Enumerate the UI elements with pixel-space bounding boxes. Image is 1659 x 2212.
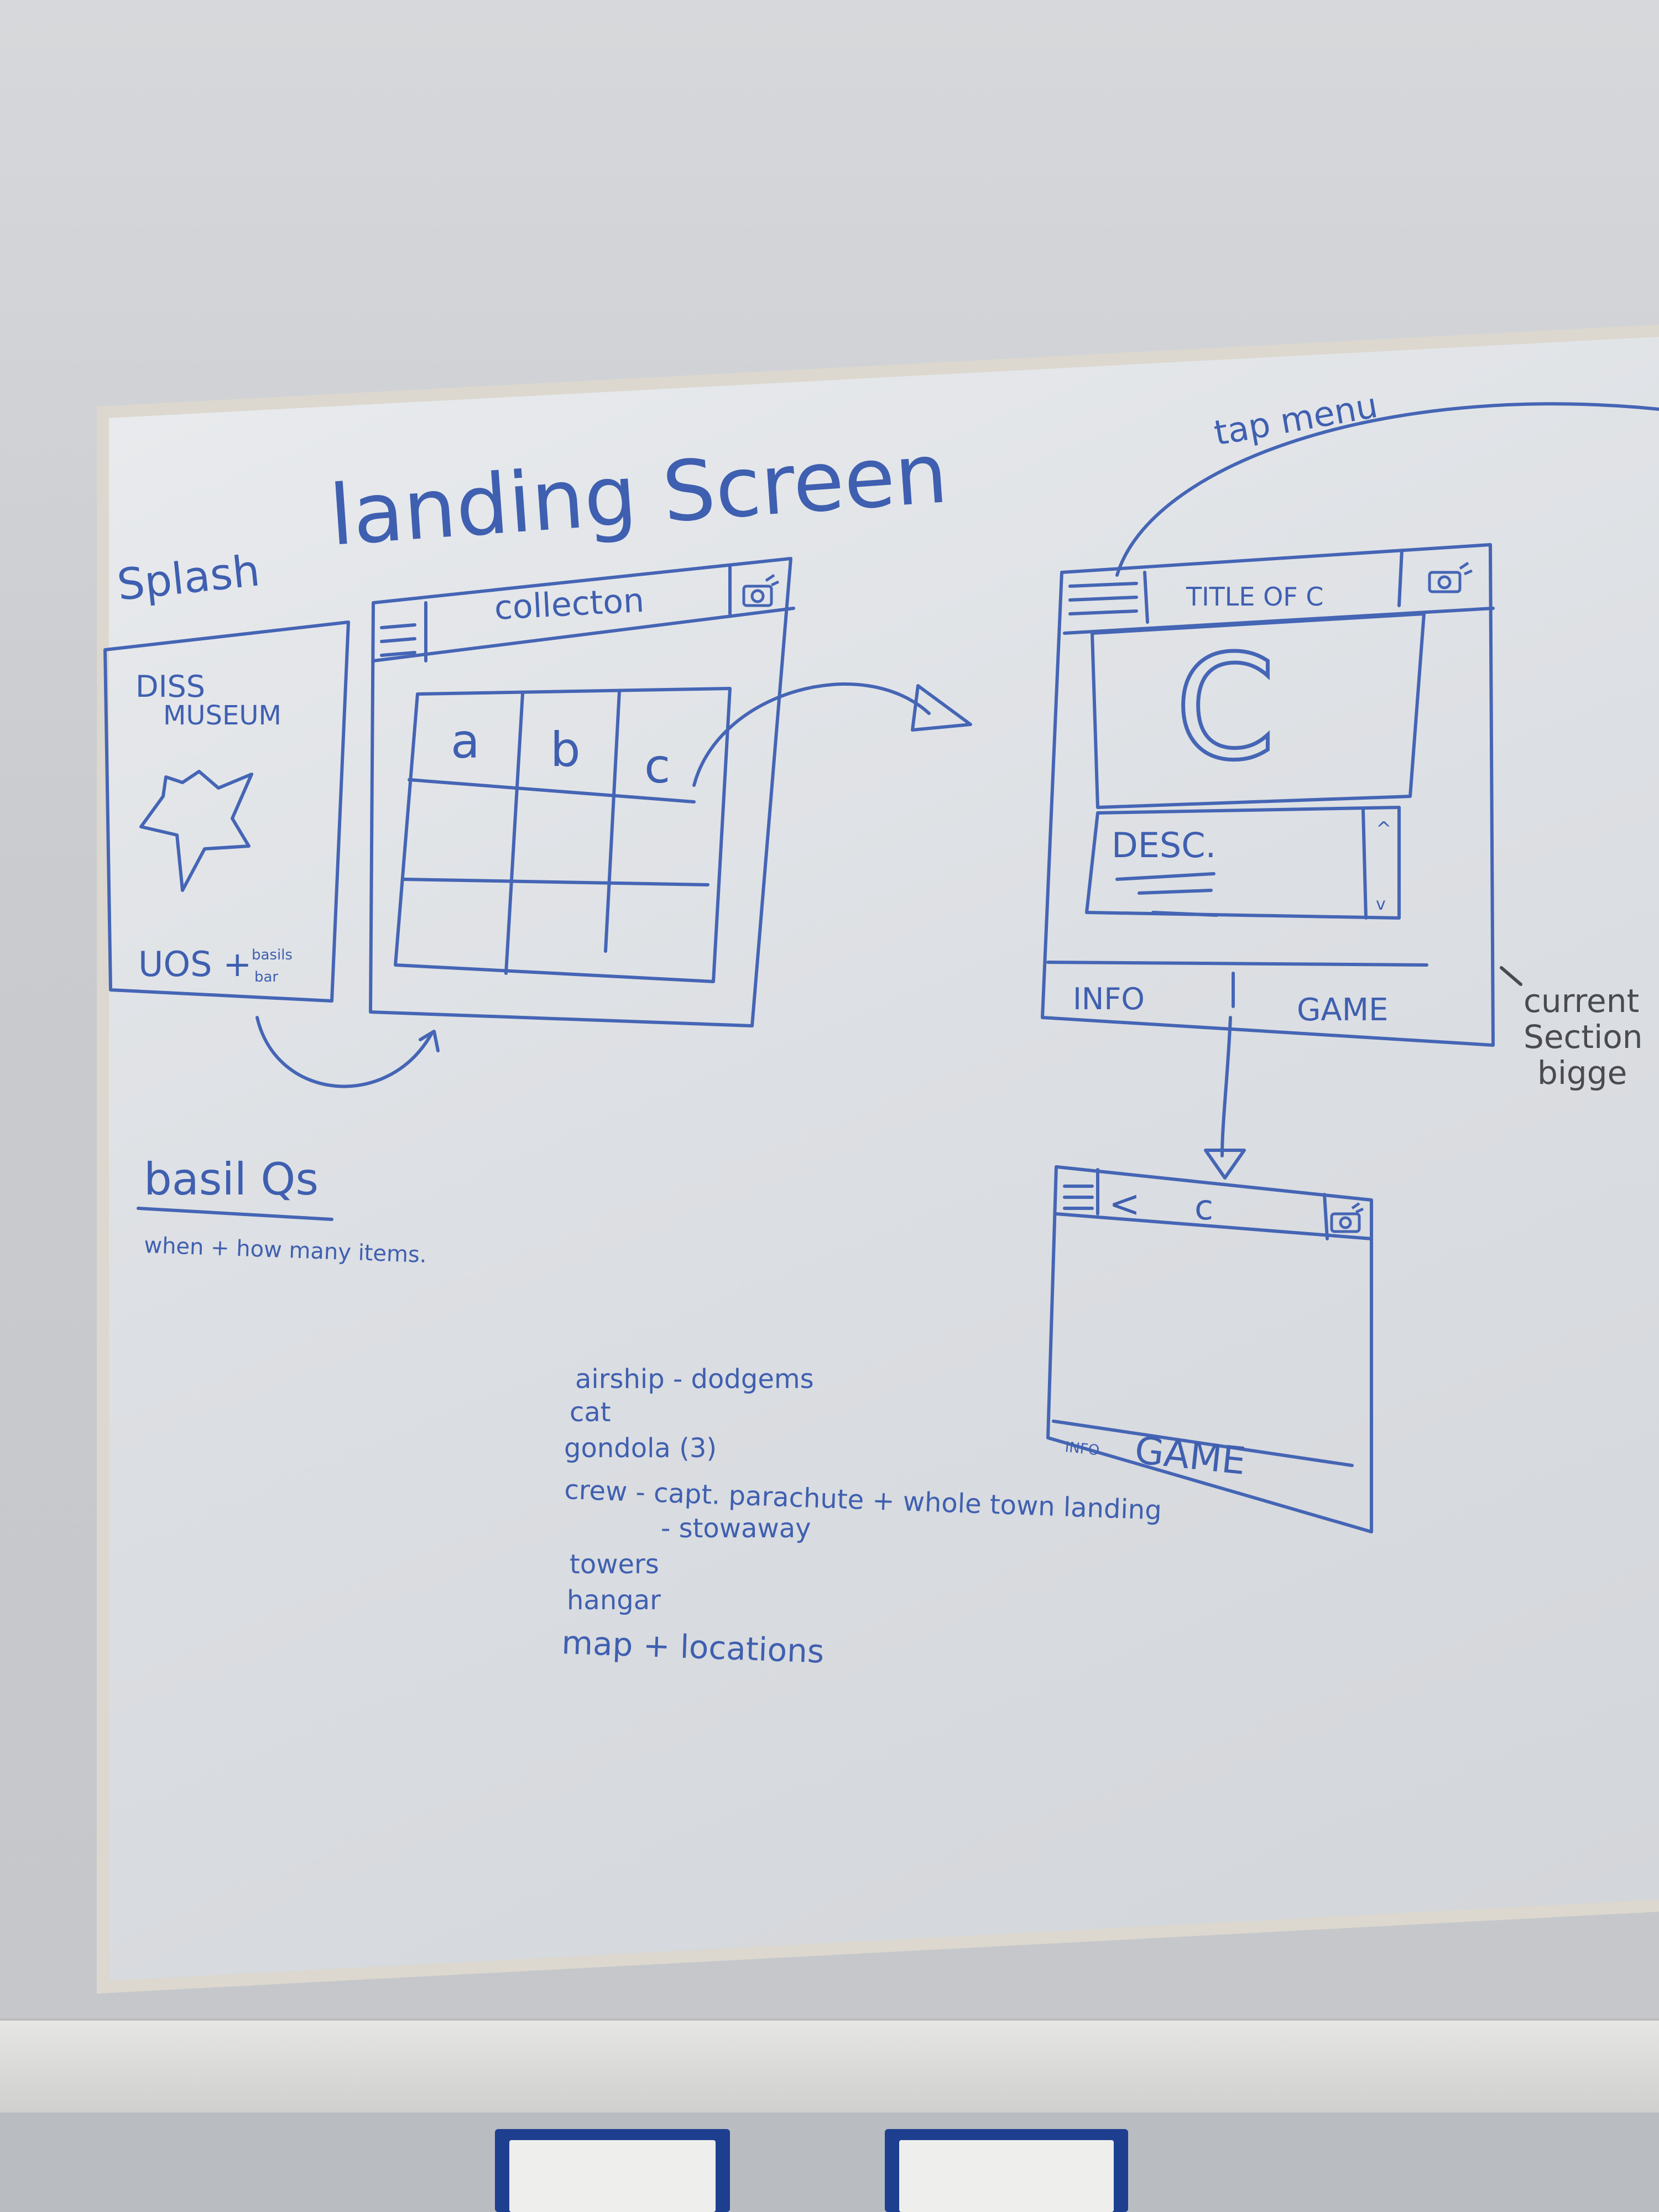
note-item: map + locations [561, 1624, 825, 1671]
basil-qs-line: when + how many items. [144, 1233, 427, 1268]
scroll-down-icon[interactable]: v [1376, 895, 1386, 914]
tap-menu-annotation: tap menu [1211, 385, 1381, 453]
game-tab-info[interactable]: INFO [1064, 1439, 1100, 1459]
tab-game[interactable]: GAME [1297, 992, 1388, 1028]
splash-title-line1: DISS [135, 669, 205, 704]
note-item: cat [570, 1397, 611, 1428]
grid-cell-b: b [550, 722, 581, 778]
note-item: gondola (3) [564, 1433, 717, 1464]
lower-wall [0, 2112, 1659, 2212]
note-item: hangar [567, 1585, 661, 1616]
detail-title: TITLE OF C [1186, 582, 1324, 612]
splash-title-line2: MUSEUM [163, 700, 281, 731]
collection-title: collecton [493, 581, 645, 628]
note-item: crew - capt. parachute + whole town land… [564, 1474, 1162, 1526]
game-screen-title: c [1194, 1187, 1213, 1228]
grid-cell-c: c [644, 739, 670, 794]
side-note-line2: Section [1524, 1018, 1643, 1056]
grid-cell-a: a [451, 714, 480, 769]
camera-icon [1428, 561, 1473, 593]
game-tab-game[interactable]: GAME [1133, 1428, 1248, 1484]
back-icon[interactable]: < [1109, 1182, 1140, 1226]
tab-info[interactable]: INFO [1073, 982, 1145, 1016]
splash-footer-small1: basils [252, 947, 293, 963]
whiteboard-ledge [0, 2018, 1659, 2115]
note-item: towers [570, 1549, 659, 1580]
heading: landing Screen [326, 425, 951, 565]
scroll-up-icon[interactable]: ^ [1376, 818, 1392, 840]
splash-footer-small2: bar [254, 969, 278, 985]
side-note-line1: current [1524, 982, 1639, 1020]
basil-qs-heading: basil Qs [144, 1154, 319, 1205]
splash-footer-main: UOS + [138, 944, 252, 984]
camera-icon [742, 573, 780, 607]
desc-label: DESC. [1112, 825, 1216, 865]
camera-icon [1330, 1202, 1364, 1233]
power-socket-left [495, 2129, 730, 2212]
note-item: airship - dodgems [575, 1364, 814, 1395]
side-note-line3: bigge [1537, 1054, 1627, 1092]
splash-label: Splash [115, 546, 263, 611]
power-socket-right [885, 2129, 1128, 2212]
note-item: - stowaway [661, 1513, 811, 1544]
big-letter-c: C [1175, 625, 1276, 792]
